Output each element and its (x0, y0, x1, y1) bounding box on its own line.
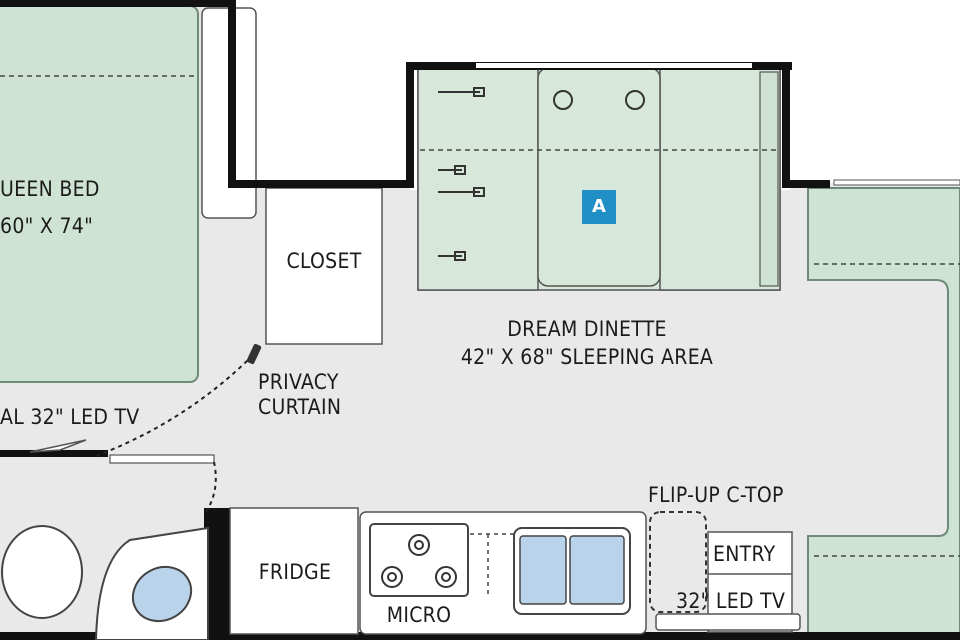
seat-belts (438, 87, 485, 261)
flip-up-label: FLIP-UP C-TOP (648, 483, 784, 507)
closet-label: CLOSET (286, 249, 362, 273)
dinette-title: DREAM DINETTE (507, 317, 667, 341)
area-badge: A (582, 190, 616, 224)
tv-right-label: 32" LED TV (676, 589, 786, 613)
dinette-bench-left (417, 67, 539, 291)
right-sofa (807, 187, 960, 640)
cup-holder (625, 90, 645, 110)
dinette-size: 42" X 68" SLEEPING AREA (460, 345, 714, 369)
cup-holder (553, 90, 573, 110)
fridge (229, 507, 359, 635)
tv-left-mount (29, 439, 87, 453)
closet (265, 187, 383, 345)
burners (381, 534, 457, 588)
tv-right-mount (655, 613, 801, 631)
bath-door-swing (205, 461, 217, 513)
bath-sink (131, 565, 193, 623)
privacy-curtain (95, 349, 259, 457)
dinette-table (537, 67, 661, 287)
queen-bed-size: 60" X 74" (0, 214, 94, 238)
tv-left-label: AL 32" LED TV (0, 405, 140, 429)
privacy-curtain-line2: CURTAIN (258, 395, 342, 419)
queen-bed-title: UEEN BED (0, 177, 100, 201)
toilet (1, 525, 83, 619)
entry-label: ENTRY (713, 542, 776, 566)
fridge-label: FRIDGE (258, 560, 332, 584)
stove-top (369, 523, 469, 597)
privacy-curtain-line1: PRIVACY (258, 370, 339, 394)
flip-up-countertop (649, 511, 707, 613)
micro-label: MICRO (386, 603, 452, 627)
bath-door (109, 454, 215, 464)
